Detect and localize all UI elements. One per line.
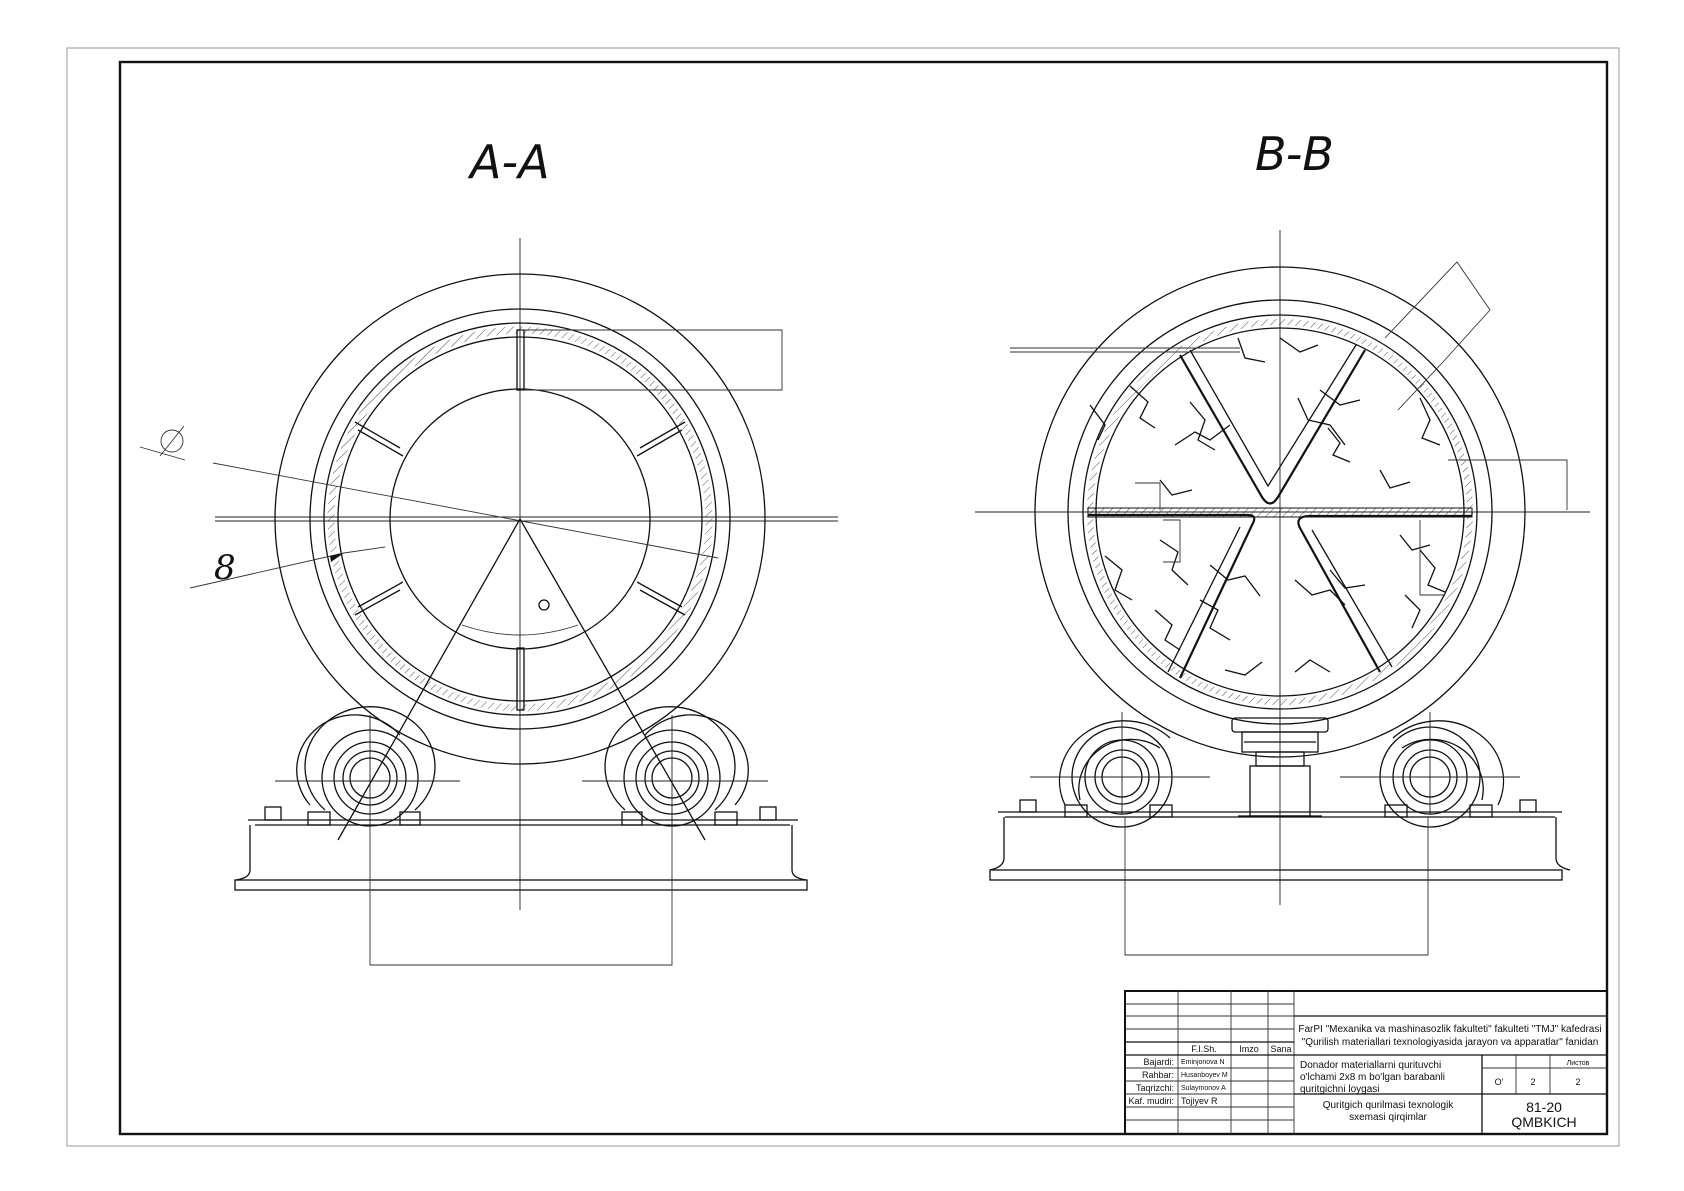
support-roller-right: [582, 706, 777, 827]
svg-text:Sana: Sana: [1270, 1044, 1291, 1054]
lifting-flights: [1089, 337, 1446, 676]
svg-text:F.I.Sh.: F.I.Sh.: [1191, 1044, 1217, 1054]
svg-text:Imzo: Imzo: [1239, 1044, 1259, 1054]
svg-text:Kaf. mudiri:: Kaf. mudiri:: [1128, 1096, 1174, 1106]
support-roller-left-b: [1019, 712, 1210, 828]
view-label-left: A-A: [467, 135, 550, 189]
central-support: [1231, 717, 1329, 817]
section-view-b: [975, 230, 1590, 956]
diameter-callout: [139, 425, 186, 461]
svg-text:Taqrizchi:: Taqrizchi:: [1136, 1083, 1174, 1093]
thickness-dimension: 8: [214, 548, 236, 588]
svg-text:Sulaymonov A: Sulaymonov A: [1181, 1085, 1226, 1092]
svg-text:Листов: Листов: [1567, 1060, 1590, 1067]
base-frame-left: [234, 819, 808, 891]
svg-text:QMBKICH: QMBKICH: [1511, 1114, 1576, 1130]
base-frame-right: [989, 811, 1571, 881]
svg-text:Eminjonova N: Eminjonova N: [1181, 1059, 1225, 1066]
svg-text:Husanboyev M: Husanboyev M: [1181, 1072, 1228, 1079]
svg-text:Rahbar:: Rahbar:: [1142, 1070, 1174, 1080]
internal-partition: [1088, 344, 1472, 679]
svg-text:Bajardi:: Bajardi:: [1143, 1057, 1174, 1067]
svg-text:FarPI "Mexanika va mashinasozl: FarPI "Mexanika va mashinasozlik fakulte…: [1298, 1024, 1601, 1035]
svg-text:sxemasi qirqimlar: sxemasi qirqimlar: [1349, 1112, 1427, 1123]
view-label-right: B-B: [1255, 127, 1334, 181]
outer-tyre-ring: [274, 273, 766, 765]
support-roller-left: [264, 706, 460, 827]
svg-text:81-20: 81-20: [1526, 1099, 1562, 1115]
outer-trim-border: [66, 47, 1620, 1147]
svg-text:o'lchami 2x8 m bo'lgan baraban: o'lchami 2x8 m bo'lgan barabanli: [1300, 1072, 1445, 1083]
inner-core: [389, 388, 651, 650]
section-view-a: 8: [139, 238, 838, 966]
svg-text:2: 2: [1530, 1077, 1535, 1087]
inner-frame-border: [118, 60, 1609, 1136]
svg-text:2: 2: [1575, 1077, 1580, 1087]
title-block: FarPI "Mexanika va mashinasozlik fakulte…: [1124, 990, 1608, 1135]
svg-text:Tojiyev R: Tojiyev R: [1181, 1096, 1218, 1106]
svg-text:quritgichni loygasi: quritgichni loygasi: [1300, 1084, 1380, 1095]
support-roller-right-b: [1340, 712, 1537, 828]
svg-text:Donador materiallarni qurituvc: Donador materiallarni qurituvchi: [1300, 1060, 1441, 1071]
svg-text:Quritgich qurilmasi texnologik: Quritgich qurilmasi texnologik: [1323, 1100, 1455, 1111]
svg-text:O': O': [1495, 1077, 1504, 1087]
svg-text:"Qurilish materiallari texnolo: "Qurilish materiallari texnologiyasida j…: [1302, 1037, 1599, 1048]
outer-tyre-ring-b: [1034, 266, 1526, 758]
